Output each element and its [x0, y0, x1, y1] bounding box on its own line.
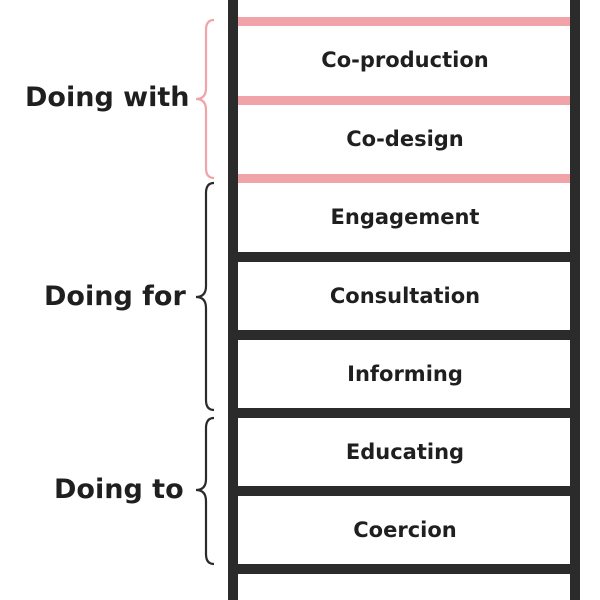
brace-doing-with [195, 18, 215, 180]
rung-line-dark-2 [238, 330, 570, 340]
ladder-right-rail [570, 0, 580, 600]
brace-doing-for [195, 181, 215, 412]
group-label-doing-to: Doing to [54, 474, 184, 505]
rung-label-co-design: Co-design [346, 127, 464, 151]
rung-label-co-production: Co-production [321, 48, 489, 72]
rung-line-pink-1 [238, 17, 570, 26]
ladder-left-rail [228, 0, 238, 600]
rung-label-informing: Informing [347, 362, 463, 386]
brace-doing-to [195, 416, 215, 566]
rung-line-dark-1 [238, 252, 570, 262]
rung-label-engagement: Engagement [330, 205, 480, 229]
rung-line-dark-3 [238, 408, 570, 418]
rung-line-dark-5 [238, 564, 570, 574]
rung-line-pink-3 [238, 174, 570, 183]
rung-label-coercion: Coercion [353, 518, 457, 542]
group-label-doing-for: Doing for [44, 281, 186, 312]
rung-line-pink-2 [238, 96, 570, 105]
rung-line-dark-4 [238, 486, 570, 496]
group-label-doing-with: Doing with [25, 82, 190, 113]
rung-label-educating: Educating [345, 440, 465, 464]
rung-label-consultation: Consultation [329, 284, 481, 308]
